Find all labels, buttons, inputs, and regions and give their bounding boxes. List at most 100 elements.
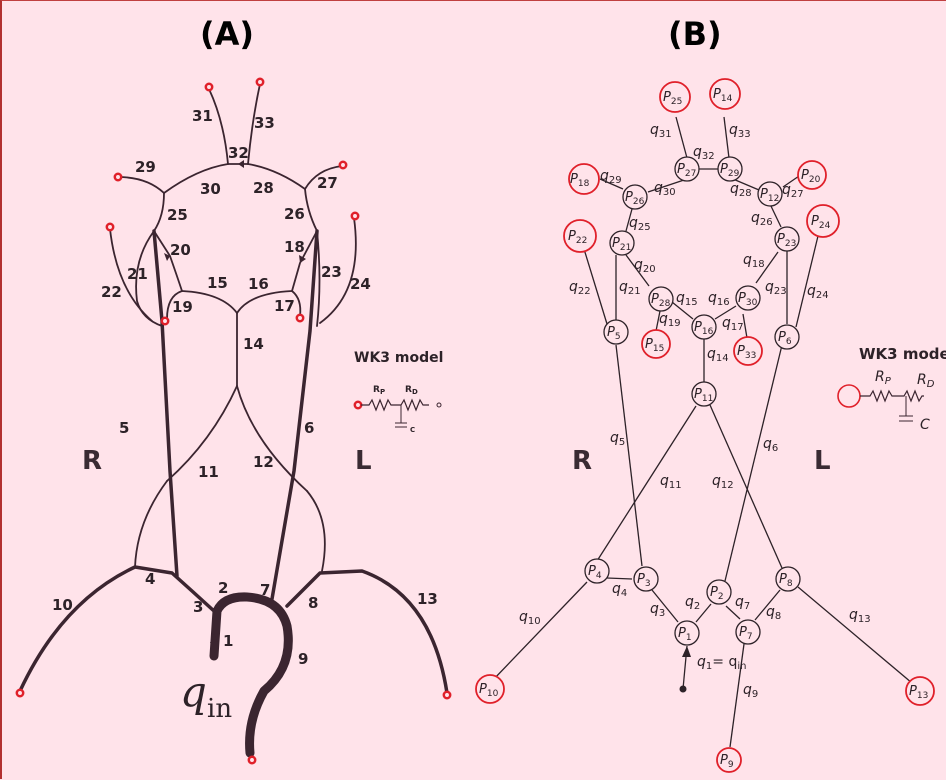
arrow-inlet bbox=[210, 633, 218, 643]
panel-b-right-side: R bbox=[572, 446, 592, 476]
flow-q22: q22 bbox=[569, 279, 591, 297]
panel-b-left-side: L bbox=[814, 446, 831, 476]
wk3-b-terminal bbox=[837, 384, 861, 408]
vessel-16 bbox=[236, 290, 293, 314]
node-p33: P33 bbox=[733, 336, 763, 366]
panel-a-inlet-sub: in bbox=[207, 694, 232, 724]
vessel-25 bbox=[153, 192, 165, 232]
panel-a-title: (A) bbox=[200, 15, 254, 53]
flow-q26: q26 bbox=[751, 210, 773, 228]
flow-q14: q14 bbox=[707, 346, 729, 364]
flow-q25: q25 bbox=[629, 215, 651, 233]
flow-q13: q13 bbox=[849, 607, 871, 625]
panel-a-segment-labels: 1 2 3 4 5 6 7 8 9 10 11 12 13 14 15 16 1… bbox=[52, 107, 438, 668]
seg-label-9: 9 bbox=[298, 650, 308, 668]
seg-label-22: 22 bbox=[101, 283, 122, 301]
terminal-19 bbox=[160, 316, 170, 326]
vessel-23 bbox=[316, 230, 321, 327]
vessel-left-subclavian bbox=[285, 569, 449, 695]
node-p10: P10 bbox=[475, 674, 505, 704]
flow-q24: q24 bbox=[807, 283, 829, 301]
node-p28: P28 bbox=[648, 286, 674, 312]
seg-label-16: 16 bbox=[248, 275, 269, 293]
wk3-a-rp-sub: P bbox=[380, 388, 385, 396]
panel-b-edges bbox=[491, 116, 913, 748]
vessel-12 bbox=[236, 385, 308, 492]
flow-q31: q31 bbox=[650, 122, 672, 140]
panel-b-wk3-model: WK3 model RP RD C bbox=[837, 345, 946, 433]
seg-label-12: 12 bbox=[253, 453, 274, 471]
seg-label-3: 3 bbox=[193, 598, 203, 616]
seg-label-25: 25 bbox=[167, 206, 188, 224]
flow-q5: q5 bbox=[610, 430, 625, 448]
vessel-24 bbox=[319, 217, 357, 324]
wk3-b-rd: RD bbox=[917, 372, 935, 390]
node-p30: P30 bbox=[735, 285, 761, 311]
vessel-11 bbox=[166, 385, 238, 482]
flow-q33: q33 bbox=[729, 122, 751, 140]
seg-label-5: 5 bbox=[119, 419, 129, 437]
wk3-b-title: WK3 model bbox=[859, 345, 946, 363]
panel-b-nodes: P1 P2 P3 P4 P5 P6 P7 P8 P9 P10 P11 P12 P… bbox=[475, 78, 935, 773]
seg-label-27: 27 bbox=[317, 174, 338, 192]
panel-a-right-side: R bbox=[82, 446, 102, 476]
node-p7: P7 bbox=[735, 619, 761, 645]
wk3-a-rd: R bbox=[405, 385, 412, 395]
flow-q7: q7 bbox=[735, 594, 750, 612]
panel-a: (A) bbox=[15, 15, 452, 765]
node-p9: P9 bbox=[716, 747, 742, 773]
seg-label-8: 8 bbox=[308, 594, 318, 612]
vessel-aorta bbox=[209, 592, 293, 758]
node-p13: P13 bbox=[905, 676, 935, 706]
vessel-l-vertebral-low bbox=[306, 490, 326, 572]
node-p3: P3 bbox=[633, 566, 659, 592]
seg-label-1: 1 bbox=[223, 632, 233, 650]
seg-label-4: 4 bbox=[145, 570, 155, 588]
panel-a-inlet-q: q bbox=[180, 667, 207, 716]
vessel-17 bbox=[291, 290, 302, 317]
flow-q2: q2 bbox=[685, 594, 700, 612]
vessel-20 bbox=[153, 230, 183, 292]
arrow-18 bbox=[299, 255, 306, 263]
seg-label-7: 7 bbox=[260, 581, 270, 599]
panel-a-terminals bbox=[15, 77, 452, 765]
terminal-29 bbox=[113, 172, 123, 182]
node-p21: P21 bbox=[609, 230, 635, 256]
vessel-31 bbox=[208, 88, 229, 165]
wk3-a-outlet bbox=[436, 402, 442, 408]
node-p22: P22 bbox=[563, 219, 597, 253]
flow-q10: q10 bbox=[519, 609, 541, 627]
node-p29: P29 bbox=[717, 156, 743, 182]
seg-label-6: 6 bbox=[304, 419, 314, 437]
wk3-b-resistors bbox=[860, 389, 924, 403]
inlet-source-dot bbox=[679, 685, 687, 693]
flow-q16: q16 bbox=[708, 290, 730, 308]
node-p24: P24 bbox=[806, 204, 840, 238]
panel-a-wk3-model: WK3 model R P R D C bbox=[353, 350, 443, 434]
node-p23: P23 bbox=[774, 226, 800, 252]
terminal-17 bbox=[295, 313, 305, 323]
seg-label-11: 11 bbox=[198, 463, 219, 481]
terminal-27 bbox=[338, 160, 348, 170]
node-p27: P27 bbox=[674, 156, 700, 182]
flow-q20: q20 bbox=[634, 257, 656, 275]
node-p1: P1 bbox=[674, 620, 700, 646]
node-p6: P6 bbox=[774, 324, 800, 350]
panel-b-title: (B) bbox=[668, 15, 722, 53]
node-p8: P8 bbox=[775, 566, 801, 592]
inlet-arrow bbox=[682, 646, 691, 657]
flow-q27: q27 bbox=[782, 182, 804, 200]
node-p15: P15 bbox=[641, 329, 671, 359]
vessel-27 bbox=[304, 165, 343, 190]
vessel-30 bbox=[163, 163, 229, 194]
seg-label-23: 23 bbox=[321, 263, 342, 281]
flow-q19: q19 bbox=[659, 311, 681, 329]
panel-a-left-side: L bbox=[355, 446, 372, 476]
flow-q17: q17 bbox=[722, 315, 744, 333]
wk3-a-rp: R bbox=[373, 385, 380, 395]
terminal-10 bbox=[15, 688, 25, 698]
vessel-6-carotid-l bbox=[270, 229, 319, 601]
seg-label-21: 21 bbox=[127, 265, 148, 283]
